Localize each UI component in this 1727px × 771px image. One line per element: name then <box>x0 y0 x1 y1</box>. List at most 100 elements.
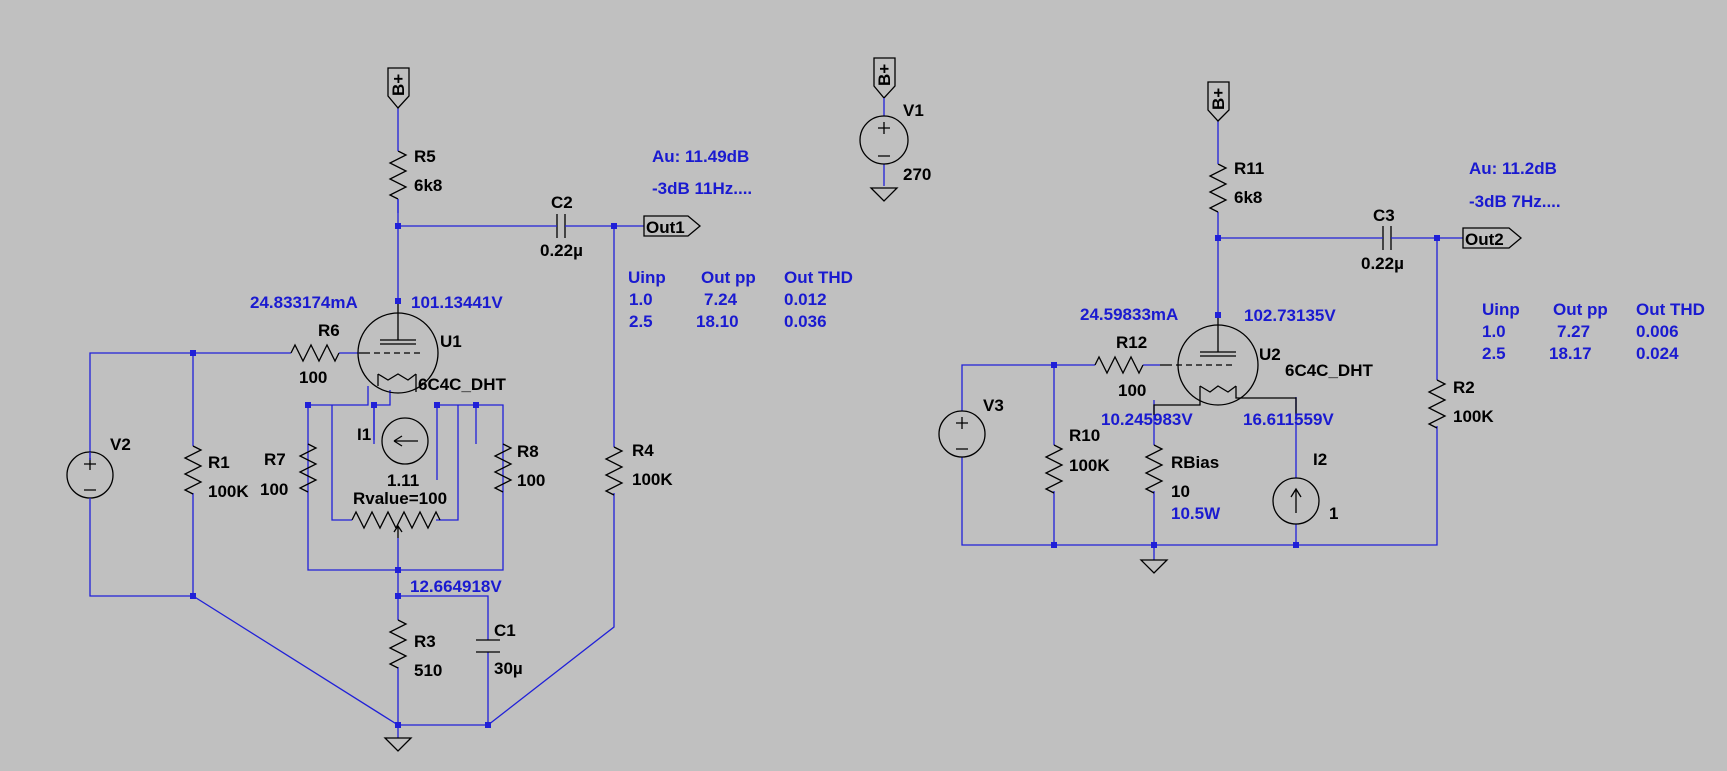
out1-label: Out1 <box>646 218 685 237</box>
current-source-i1[interactable] <box>381 417 429 465</box>
r8-name: R8 <box>517 442 539 461</box>
right-filament-left-voltage: 10.245983V <box>1101 410 1193 429</box>
rbias-value: 10 <box>1171 482 1190 501</box>
r1-value: 100K <box>208 482 249 501</box>
left-plate-current: 24.833174mA <box>250 293 358 312</box>
pot-value: Rvalue=100 <box>353 489 447 508</box>
resistor-r3[interactable] <box>389 619 407 669</box>
r10-value: 100K <box>1069 456 1110 475</box>
r8-value: 100 <box>517 471 545 490</box>
table-header: Out pp <box>1553 300 1608 319</box>
resistor-r12[interactable] <box>1094 356 1144 374</box>
supply-label: B+ <box>1209 88 1228 110</box>
r4-value: 100K <box>632 470 673 489</box>
voltage-source-v1[interactable] <box>859 115 909 165</box>
r12-name: R12 <box>1116 333 1147 352</box>
resistor-r2[interactable] <box>1428 379 1446 429</box>
u1-name: U1 <box>440 332 462 351</box>
u2-name: U2 <box>1259 345 1281 364</box>
r3-name: R3 <box>414 632 436 651</box>
table-header: Uinp <box>628 268 666 287</box>
table-cell: 0.024 <box>1636 344 1679 363</box>
r7-value: 100 <box>260 480 288 499</box>
c1-name: C1 <box>494 621 516 640</box>
left-cathode-voltage: 12.664918V <box>410 577 502 596</box>
ground-symbol <box>869 187 899 202</box>
i2-name: I2 <box>1313 450 1327 469</box>
right-plate-current: 24.59833mA <box>1080 305 1178 324</box>
resistor-r1[interactable] <box>184 445 202 495</box>
v2-name: V2 <box>110 435 131 454</box>
table-cell: 18.17 <box>1549 344 1592 363</box>
table-cell: 0.012 <box>784 290 827 309</box>
ground-symbol <box>383 737 413 752</box>
table-cell: 18.10 <box>696 312 739 331</box>
r5-value: 6k8 <box>414 176 442 195</box>
u2-model: 6C4C_DHT <box>1285 361 1373 380</box>
table-header: Out pp <box>701 268 756 287</box>
left-circuit: B+ R5 6k8 C2 0.22µ Out1 Au: 11.49dB -3dB… <box>66 67 853 752</box>
capacitor-c1[interactable] <box>476 639 500 653</box>
b-plus-flag-mid <box>873 57 896 99</box>
current-source-i2[interactable] <box>1272 477 1320 525</box>
r12-value: 100 <box>1118 381 1146 400</box>
u1-model: 6C4C_DHT <box>418 375 506 394</box>
table-cell: 7.24 <box>704 290 738 309</box>
i1-value: 1.11 <box>387 471 419 490</box>
resistor-r10[interactable] <box>1045 444 1063 494</box>
voltage-source-v3[interactable] <box>938 410 986 458</box>
resistor-rbias[interactable] <box>1145 444 1163 494</box>
potentiometer[interactable] <box>351 510 441 538</box>
ground-symbol <box>1139 559 1169 574</box>
r5-name: R5 <box>414 147 436 166</box>
out2-label: Out2 <box>1465 230 1504 249</box>
r4-name: R4 <box>632 441 654 460</box>
table-cell: 2.5 <box>1482 344 1506 363</box>
resistor-r11[interactable] <box>1209 163 1227 213</box>
table-cell: 7.27 <box>1557 322 1590 341</box>
table-cell: 1.0 <box>1482 322 1506 341</box>
supply-label: B+ <box>389 74 408 96</box>
right-bandwidth-text: -3dB 7Hz.... <box>1469 192 1561 211</box>
right-gain-text: Au: 11.2dB <box>1469 159 1557 178</box>
table-header: Out THD <box>784 268 853 287</box>
table-cell: 1.0 <box>629 290 653 309</box>
resistor-r6[interactable] <box>290 344 340 362</box>
left-plate-voltage: 101.13441V <box>411 293 503 312</box>
r11-name: R11 <box>1234 159 1264 178</box>
table-cell: 2.5 <box>629 312 653 331</box>
out2-flag <box>1462 227 1523 249</box>
table-header: Uinp <box>1482 300 1520 319</box>
right-results-table: Uinp Out pp Out THD 1.0 7.27 0.006 2.5 1… <box>1482 300 1705 363</box>
left-bandwidth-text: -3dB 11Hz.... <box>652 179 752 198</box>
tube-u2[interactable] <box>1153 318 1297 415</box>
capacitor-c3[interactable] <box>1382 226 1392 250</box>
table-cell: 0.006 <box>1636 322 1679 341</box>
right-plate-voltage: 102.73135V <box>1244 306 1336 325</box>
right-circuit: B+ R11 6k8 C3 0.22µ Out2 Au: 11.2dB -3dB… <box>938 81 1705 574</box>
i1-name: I1 <box>357 425 371 444</box>
capacitor-c2[interactable] <box>556 214 566 238</box>
tube-u1[interactable] <box>357 304 439 394</box>
resistor-r4[interactable] <box>605 446 623 496</box>
resistor-r5[interactable] <box>389 150 407 200</box>
b-plus-flag-left <box>387 67 410 109</box>
r6-value: 100 <box>299 368 327 387</box>
r1-name: R1 <box>208 453 230 472</box>
c3-name: C3 <box>1373 206 1395 225</box>
c1-value: 30µ <box>494 659 523 678</box>
rbias-power: 10.5W <box>1171 504 1221 523</box>
r7-name: R7 <box>264 450 286 469</box>
v3-name: V3 <box>983 396 1004 415</box>
rbias-name: RBias <box>1171 453 1219 472</box>
r10-name: R10 <box>1069 426 1100 445</box>
v1-value: 270 <box>903 165 931 184</box>
left-results-table: Uinp Out pp Out THD 1.0 7.24 0.012 2.5 1… <box>628 268 853 331</box>
b-plus-flag-right <box>1207 81 1230 122</box>
left-gain-text: Au: 11.49dB <box>652 147 749 166</box>
v1-name: V1 <box>903 101 924 120</box>
supply-v1: B+ V1 270 <box>859 57 931 202</box>
supply-label: B+ <box>875 64 894 86</box>
i2-value: 1 <box>1329 504 1338 523</box>
